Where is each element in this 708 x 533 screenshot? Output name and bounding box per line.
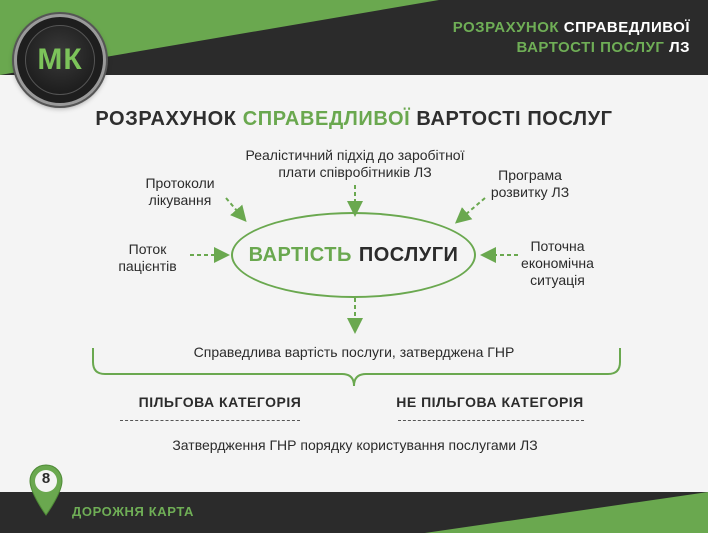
divider-non-preferential xyxy=(398,420,584,421)
page-number: 8 xyxy=(41,470,51,487)
map-pin-icon xyxy=(29,464,63,516)
factor-protocols: Протоколи лікування xyxy=(125,175,235,209)
factor-text: Програма xyxy=(498,167,562,183)
header-title: РОЗРАХУНОК СПРАВЕДЛИВОЇ ВАРТОСТІ ПОСЛУГ … xyxy=(453,18,690,58)
factor-salary: Реалістичний підхід до заробітної плати … xyxy=(220,147,490,181)
footer-bar: ДОРОЖНЯ КАРТА xyxy=(0,492,708,533)
category-non-preferential: НЕ ПІЛЬГОВА КАТЕГОРІЯ xyxy=(396,394,584,410)
header-title-part: ЛЗ xyxy=(669,39,690,56)
logo: МК xyxy=(14,14,106,106)
factor-text: Реалістичний підхід до заробітної xyxy=(245,147,465,163)
header-title-part: СПРАВЕДЛИВОЇ xyxy=(563,19,690,36)
divider-preferential xyxy=(120,420,300,421)
header-title-part: РОЗРАХУНОК xyxy=(452,19,560,36)
approval-text: Затвердження ГНР порядку користування по… xyxy=(172,437,538,453)
factor-text: плати співробітників ЛЗ xyxy=(278,164,432,180)
page-title: РОЗРАХУНОК СПРАВЕДЛИВОЇ ВАРТОСТІ ПОСЛУГ xyxy=(0,108,708,131)
factor-text: Поточна xyxy=(530,238,585,254)
center-ellipse: ВАРТІСТЬ ПОСЛУГИ xyxy=(231,212,476,298)
title-part: ВАРТОСТІ ПОСЛУГ xyxy=(416,108,613,130)
header-title-part: ВАРТОСТІ ПОСЛУГ xyxy=(516,39,665,56)
center-label-accent: ВАРТІСТЬ xyxy=(248,243,352,266)
factor-text: Поток xyxy=(128,241,167,257)
factor-patient-flow: Поток пацієнтів xyxy=(100,241,195,275)
arrow-top-right xyxy=(454,197,486,224)
title-part: РОЗРАХУНОК xyxy=(95,108,237,130)
factor-text: Протоколи xyxy=(145,175,215,191)
factor-text: пацієнтів xyxy=(118,258,177,274)
factor-text: розвитку ЛЗ xyxy=(490,184,570,200)
factor-economy: Поточна економічна ситуація xyxy=(500,238,615,289)
footer-label: ДОРОЖНЯ КАРТА xyxy=(72,504,195,519)
arrow-top-left xyxy=(225,197,247,223)
result-text: Справедлива вартість послуги, затверджен… xyxy=(193,344,515,360)
factor-text: ситуація xyxy=(530,272,585,288)
header-bar: РОЗРАХУНОК СПРАВЕДЛИВОЇ ВАРТОСТІ ПОСЛУГ … xyxy=(0,0,708,75)
curly-brace xyxy=(92,348,621,387)
logo-inner-ring xyxy=(25,25,95,95)
factor-development: Програма розвитку ЛЗ xyxy=(475,167,585,201)
logo-text: МК xyxy=(37,43,83,76)
center-label: ПОСЛУГИ xyxy=(358,243,459,266)
title-part-accent: СПРАВЕДЛИВОЇ xyxy=(242,108,411,130)
factor-text: економічна xyxy=(521,255,594,271)
category-preferential: ПІЛЬГОВА КАТЕГОРІЯ xyxy=(138,394,302,410)
factor-text: лікування xyxy=(148,192,212,208)
